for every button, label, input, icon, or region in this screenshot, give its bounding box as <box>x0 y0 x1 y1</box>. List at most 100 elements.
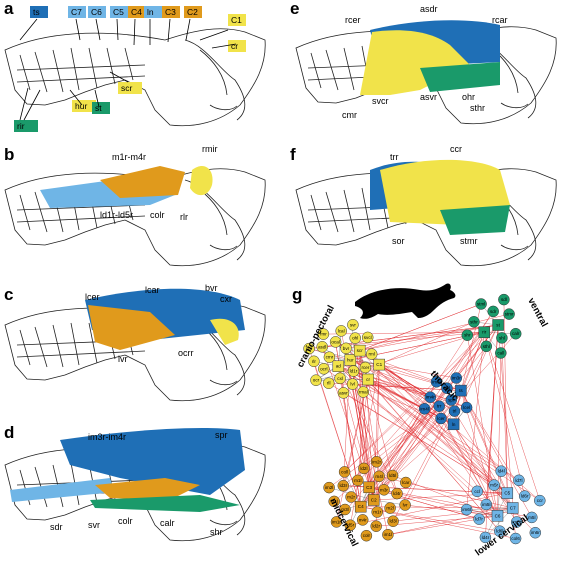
node-label: cr <box>366 377 370 382</box>
network-edge <box>340 378 454 425</box>
node-label: im6r <box>531 530 540 535</box>
node-shape <box>378 484 390 496</box>
network-edge <box>345 324 499 349</box>
network-node-ocr: ocr <box>310 374 322 386</box>
label-box-bg <box>88 6 106 18</box>
network-node-scr: scr <box>353 344 366 357</box>
label-c-0: lcer <box>85 292 100 302</box>
panel-c-letter: c <box>4 285 13 304</box>
module-label-ventral: ventral <box>525 296 549 329</box>
network-edge <box>369 487 498 517</box>
node-label: lcer <box>437 416 445 421</box>
network-node-ld2r: ld2r <box>370 520 382 532</box>
label-c-2: bvr <box>205 283 218 293</box>
network-node-shr: shr <box>461 329 474 341</box>
label-b-1: rmir <box>202 144 218 154</box>
node-label: ld6r <box>521 494 529 499</box>
label-d-0: im3r-im4r <box>88 432 126 442</box>
panel-f-letter: f <box>290 145 296 164</box>
network-node-ld4l: ld4l <box>495 465 507 477</box>
network-edge <box>368 335 468 488</box>
label-box-c6: C6 <box>88 6 106 18</box>
panel-b: b m1r-m4r rmir ld1r-ld5r colr rlr <box>4 144 266 267</box>
node-shape <box>339 503 351 516</box>
label-e-0: rcer <box>345 15 361 25</box>
node-shape <box>310 374 322 386</box>
network-edge <box>503 299 508 494</box>
network-node-m4l: m4l <box>373 470 385 483</box>
network-node-im3l: im3l <box>430 376 443 388</box>
network-node-ld4l: ld4l <box>328 495 340 508</box>
network-node-ld6l: ld6l <box>494 525 506 537</box>
network-node-im6r: im6r <box>529 526 542 539</box>
node-shape <box>447 418 460 431</box>
node-shape <box>391 487 403 500</box>
label-box-bg <box>68 6 86 18</box>
network-node-rll: rll <box>322 377 335 389</box>
node-label: m3r <box>380 487 388 492</box>
node-label: m2l <box>386 506 393 511</box>
network-node-lcal: lcal <box>335 325 347 337</box>
node-label: ad <box>336 364 342 369</box>
node-label: sdl <box>501 297 507 302</box>
node-label: ld1r <box>350 369 358 374</box>
node-label: trl <box>453 409 457 414</box>
node-label: ld4r <box>393 491 401 496</box>
node-label: rml <box>369 352 375 357</box>
network-node-cr: cr <box>362 373 374 386</box>
label-box-c7: C7 <box>68 6 86 18</box>
label-box-bg <box>92 102 110 114</box>
node-label: rlr <box>312 359 317 364</box>
network-edge <box>359 303 482 351</box>
network-edge <box>359 350 536 533</box>
network-node-call: call <box>495 347 507 359</box>
node-shape <box>492 319 504 331</box>
node-label: sthr <box>470 319 478 324</box>
label-box-text: st <box>95 103 102 113</box>
network-node-im5r: im5r <box>510 516 523 528</box>
label-e-3: cmr <box>342 110 357 120</box>
node-shape <box>359 361 372 374</box>
label-b-0: m1r-m4r <box>112 152 146 162</box>
label-box-text: rir <box>17 121 25 131</box>
label-e-1: asdr <box>420 4 438 14</box>
network-node-ld2l: ld2l <box>358 462 370 475</box>
node-label: rmal <box>359 390 368 395</box>
node-shape <box>480 498 493 511</box>
network-node-ohl: ohl <box>349 332 361 344</box>
label-box-text: C2 <box>187 7 198 17</box>
node-label: col6 <box>511 536 520 541</box>
node-shape <box>455 384 467 397</box>
label-box-st: st <box>92 102 110 114</box>
network-node-sthr: sthr <box>468 316 480 328</box>
muscle-asdr <box>360 30 470 95</box>
node-shape <box>478 326 490 338</box>
panel-f-labels: trr ccr sor stmr <box>390 144 478 246</box>
panel-e-labels: rcer asdr rcar cmr svcr asvr ohr sthr <box>342 4 508 120</box>
network-node-rmal: rmal <box>357 386 370 398</box>
network-node-st: st <box>492 319 504 331</box>
label-box-bg <box>128 6 146 18</box>
network-edge <box>359 324 499 351</box>
network-node-im1r: im1r <box>330 516 343 528</box>
node-label: m4l <box>375 474 382 479</box>
node-shape <box>509 327 522 340</box>
network-node-c4: C4 <box>354 500 367 513</box>
network-edge <box>343 392 508 494</box>
network-node-ld6r: ld6r <box>518 490 531 502</box>
node-shape <box>362 373 374 386</box>
network-node-ts: ts <box>455 384 467 397</box>
network-edge <box>313 361 508 494</box>
node-shape <box>382 528 394 541</box>
label-box-bg <box>228 40 246 52</box>
node-shape <box>430 376 443 388</box>
network-node-ld7l: ld7l <box>513 474 525 487</box>
label-d-4: colr <box>118 516 133 526</box>
node-label: ccl <box>474 489 480 494</box>
node-label: ocr <box>313 378 320 383</box>
node-shape <box>373 470 385 483</box>
node-label: m4r <box>359 517 367 522</box>
node-label: m5l <box>528 515 535 520</box>
network-edge <box>483 332 541 501</box>
